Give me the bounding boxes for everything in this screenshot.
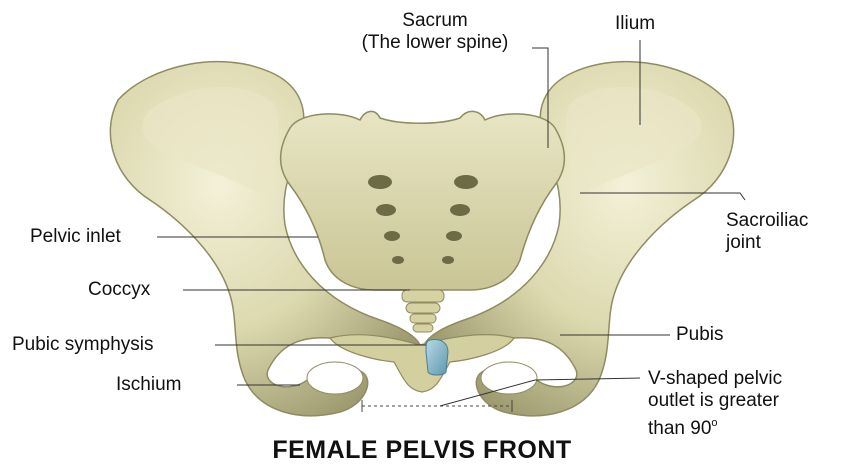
label-sacrum-line1: Sacrum bbox=[330, 10, 540, 32]
sacral-foramen bbox=[442, 256, 454, 264]
label-sacrum: Sacrum (The lower spine) bbox=[330, 10, 540, 54]
degree-symbol: o bbox=[711, 417, 717, 429]
sacral-foramen bbox=[376, 204, 396, 216]
label-sacroiliac: Sacroiliac joint bbox=[726, 210, 808, 254]
label-sacrum-line2: (The lower spine) bbox=[330, 32, 540, 54]
label-ischium: Ischium bbox=[116, 374, 181, 396]
label-pelvic-inlet: Pelvic inlet bbox=[30, 226, 121, 248]
right-obturator-foramen bbox=[481, 362, 537, 394]
sacral-foramen bbox=[368, 175, 392, 189]
pubic-symphysis-cartilage bbox=[426, 340, 448, 376]
label-pubis: Pubis bbox=[676, 324, 724, 346]
sacrum-bone bbox=[281, 111, 565, 290]
label-coccyx: Coccyx bbox=[88, 279, 150, 301]
label-sacroiliac-line1: Sacroiliac bbox=[726, 210, 808, 232]
coccyx-segment bbox=[402, 290, 444, 302]
sacral-foramen bbox=[384, 231, 400, 241]
label-sacroiliac-line2: joint bbox=[726, 232, 808, 254]
coccyx-segment bbox=[413, 324, 433, 332]
sacral-foramen bbox=[446, 231, 462, 241]
diagram-title: FEMALE PELVIS FRONT bbox=[0, 436, 844, 465]
sacral-foramen bbox=[454, 175, 478, 189]
coccyx-segment bbox=[410, 314, 436, 323]
label-pubic-symphysis: Pubic symphysis bbox=[12, 334, 154, 356]
sacral-foramen bbox=[450, 204, 470, 216]
label-ilium: Ilium bbox=[615, 13, 655, 35]
label-outlet-line2: outlet is greater bbox=[648, 390, 782, 412]
label-outlet-line1: V-shaped pelvic bbox=[648, 368, 782, 390]
left-obturator-foramen bbox=[307, 362, 363, 394]
label-outlet: V-shaped pelvic outlet is greater than 9… bbox=[648, 368, 782, 440]
coccyx-segment bbox=[406, 303, 440, 313]
sacral-foramen bbox=[392, 256, 404, 264]
